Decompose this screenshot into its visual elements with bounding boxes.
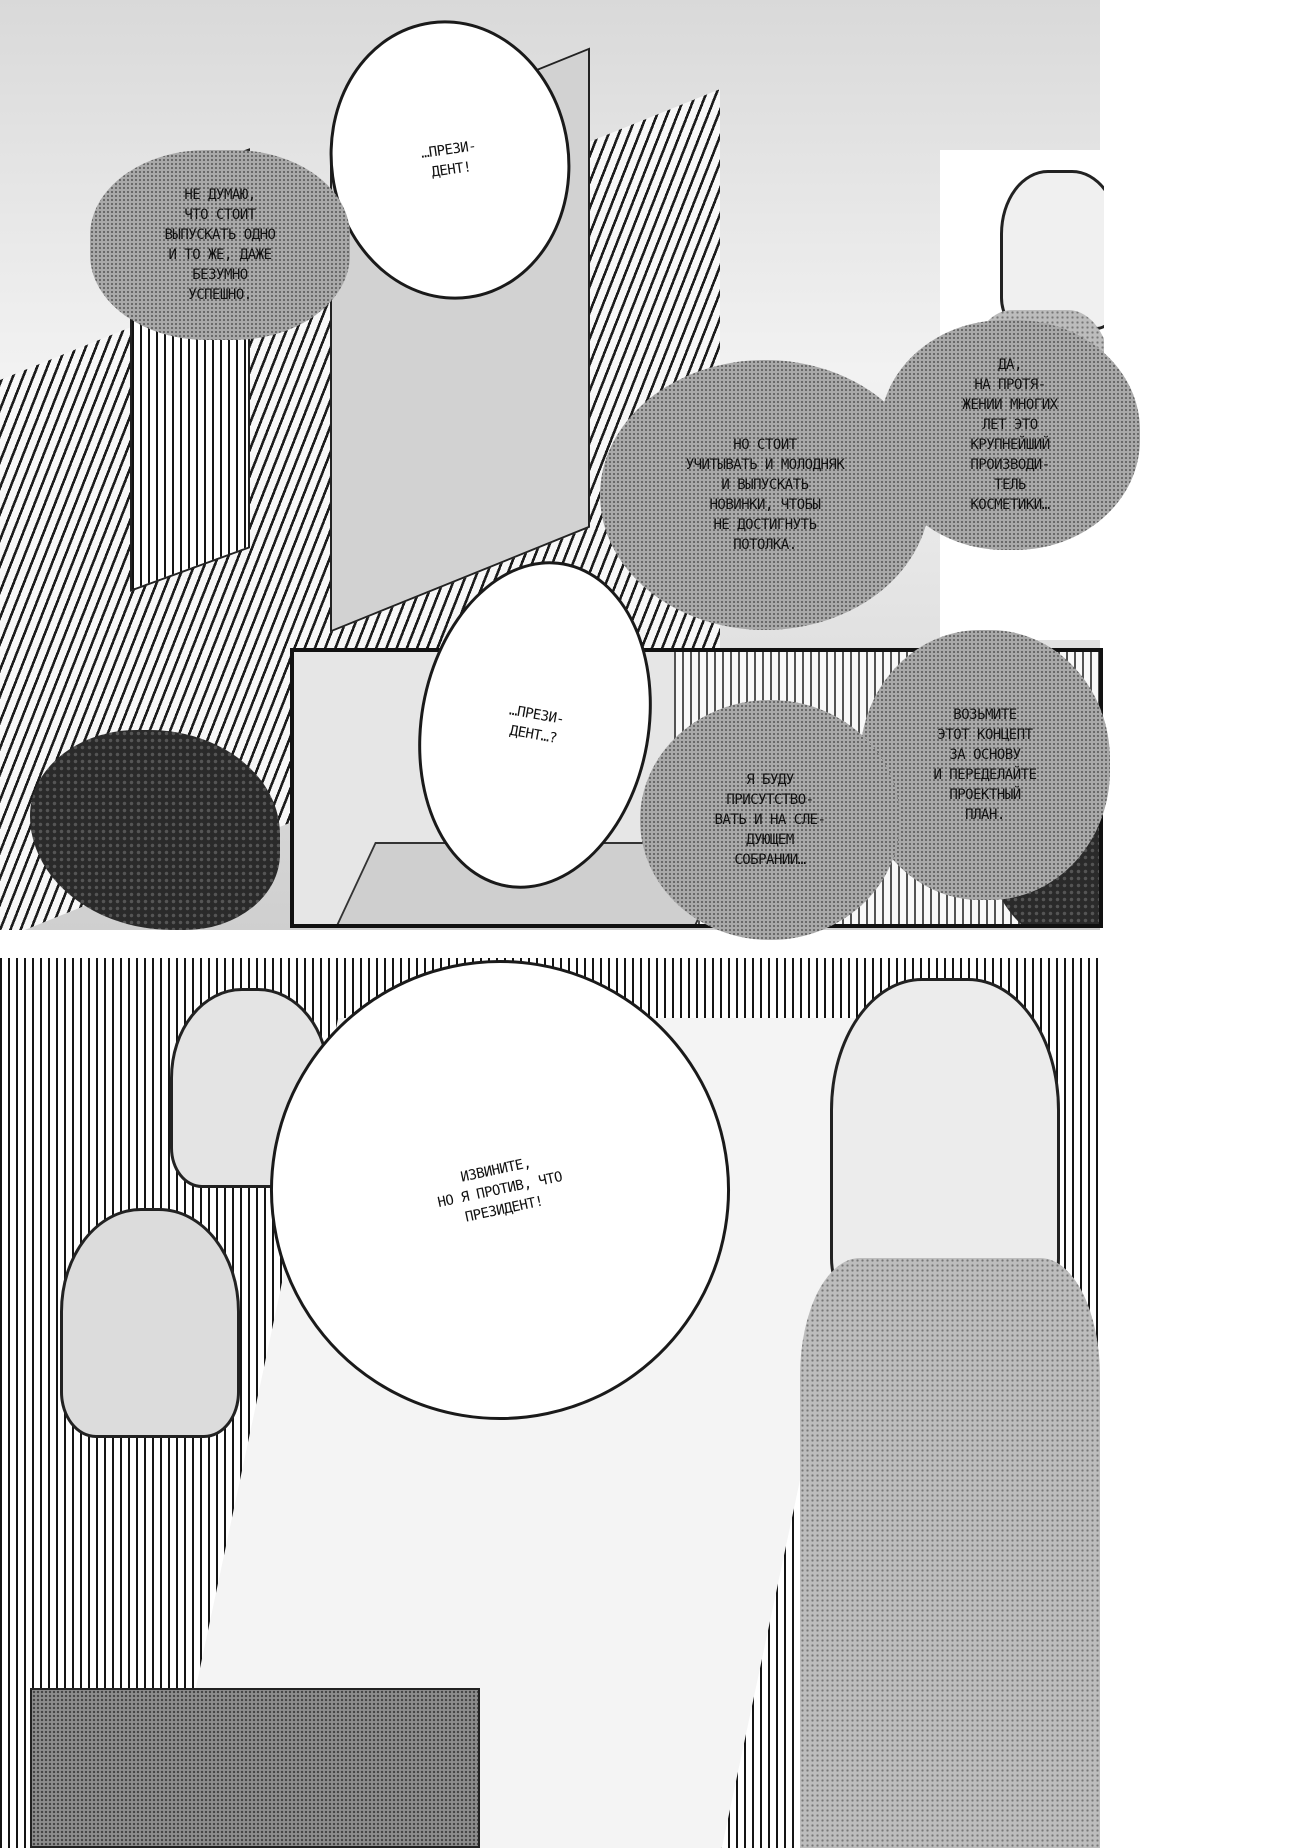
tree-left (30, 730, 280, 930)
speech-text-5: …ПРЕЗИ- ДЕНТ…? (508, 702, 566, 747)
suit-right (800, 1258, 1100, 1848)
speech-bubble-2: НЕ ДУМАЮ, ЧТО СТОИТ ВЫПУСКАТЬ ОДНО И ТО … (90, 150, 350, 340)
speech-text-4: НО СТОИТ УЧИТЫВАТЬ И МОЛОДНЯК И ВЫПУСКАТ… (685, 437, 845, 553)
speech-text-8: ИЗВИНИТЕ, НО Я ПРОТИВ, ЧТО ПРЕЗИДЕНТ! (436, 1155, 564, 1226)
speech-text-3: ДА, НА ПРОТЯ- ЖЕНИИ МНОГИХ ЛЕТ ЭТО КРУПН… (962, 357, 1058, 513)
speech-text-7: Я БУДУ ПРИСУТСТВО- ВАТЬ И НА СЛЕ- ДУЮЩЕМ… (714, 772, 826, 868)
speech-text-2: НЕ ДУМАЮ, ЧТО СТОИТ ВЫПУСКАТЬ ОДНО И ТО … (164, 187, 276, 303)
character-man-right (830, 978, 1060, 1308)
speech-bubble-4: НО СТОИТ УЧИТЫВАТЬ И МОЛОДНЯК И ВЫПУСКАТ… (600, 360, 930, 630)
speech-text-1: …ПРЕЗИ- ДЕНТ! (419, 138, 478, 181)
character-man-bottom-left (60, 1208, 240, 1438)
speech-bubble-6: ВОЗЬМИТЕ ЭТОТ КОНЦЕПТ ЗА ОСНОВУ И ПЕРЕДЕ… (860, 630, 1110, 900)
speech-text-6: ВОЗЬМИТЕ ЭТОТ КОНЦЕПТ ЗА ОСНОВУ И ПЕРЕДЕ… (933, 707, 1037, 823)
speech-bubble-7: Я БУДУ ПРИСУТСТВО- ВАТЬ И НА СЛЕ- ДУЮЩЕМ… (640, 700, 900, 940)
character-young-man (1000, 170, 1104, 330)
desk (30, 1688, 480, 1848)
